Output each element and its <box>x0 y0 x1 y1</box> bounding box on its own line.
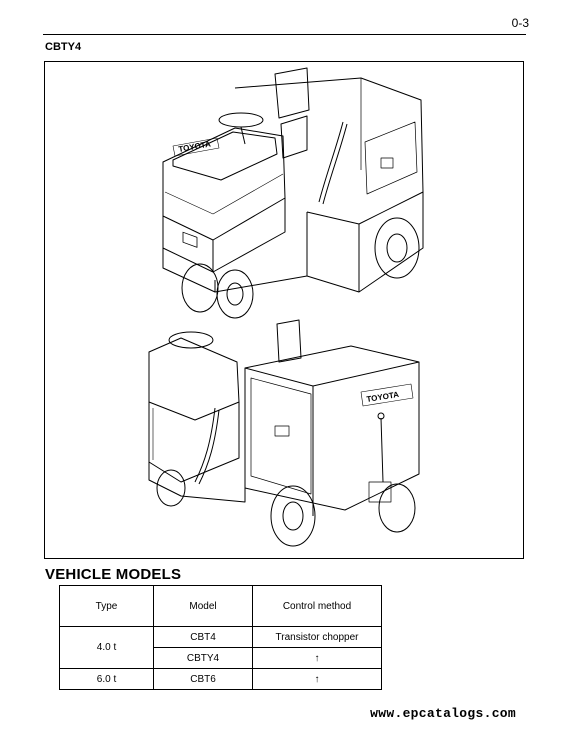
vehicle-illustrations: TOYOTA TOYOTA <box>148 67 424 547</box>
type-cell: 4.0 t <box>59 626 154 669</box>
page-number: 0-3 <box>511 16 529 30</box>
control-method-cell: Transistor chopper <box>252 626 382 648</box>
column-header-control-method: Control method <box>252 585 382 627</box>
section-title: VEHICLE MODELS <box>45 566 182 583</box>
model-cell: CBT6 <box>153 668 253 690</box>
vehicle-models-table: Type Model Control method 4.0 t CBT4 Tra… <box>59 585 382 690</box>
logo-text-bottom: TOYOTA <box>366 390 400 404</box>
logo-text-top: TOYOTA <box>178 139 212 154</box>
type-cell: 6.0 t <box>59 668 154 690</box>
table-row: 6.0 t CBT6 ↑ <box>59 668 382 690</box>
model-cell: CBT4 <box>153 626 253 648</box>
header-rule <box>43 34 526 35</box>
control-method-cell: ↑ <box>252 668 382 690</box>
model-cell: CBTY4 <box>153 647 253 669</box>
vehicle-top-view: TOYOTA <box>162 67 424 319</box>
table-row: 4.0 t CBT4 Transistor chopper <box>59 626 382 669</box>
figure-label: CBTY4 <box>45 41 82 53</box>
table-header-row: Type Model Control method <box>59 585 382 627</box>
table-row: CBTY4 ↑ <box>60 647 382 669</box>
column-header-model: Model <box>153 585 253 627</box>
footer-watermark-url[interactable]: www.epcatalogs.com <box>370 706 516 721</box>
vehicle-bottom-view: TOYOTA <box>148 319 420 547</box>
control-method-cell: ↑ <box>252 647 382 669</box>
vehicle-illustration-frame: TOYOTA TOYOTA <box>44 61 524 559</box>
column-header-type: Type <box>59 585 154 627</box>
